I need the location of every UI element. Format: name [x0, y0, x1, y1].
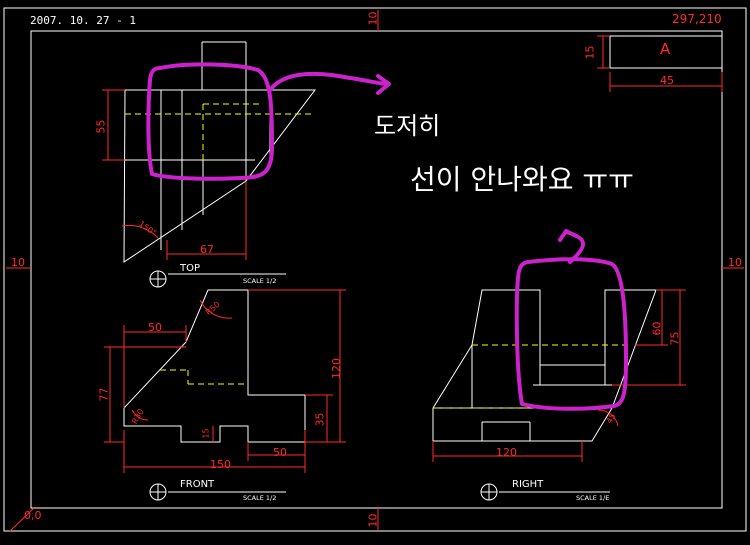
front-view-scale: SCALE 1/2 — [243, 494, 277, 502]
border-dim-top: 10 — [366, 11, 380, 26]
title-block-label: A — [660, 40, 671, 58]
right-view-dims — [432, 289, 686, 462]
front-dim-150: 150 — [210, 458, 231, 471]
top-view-label-symbol — [149, 270, 286, 288]
right-view-title: RIGHT — [512, 479, 544, 490]
arrow-up-head — [558, 229, 578, 242]
right-dim-75: 75 — [668, 331, 682, 346]
title-block-box — [609, 35, 723, 69]
top-view-scale: SCALE 1/2 — [243, 277, 277, 285]
top-view-dims — [102, 89, 247, 260]
right-view-hidden-lines — [433, 344, 630, 409]
front-dim-35: 35 — [313, 412, 327, 427]
annotation-line2: 선이 안나와요 ㅠㅠ — [410, 163, 634, 196]
right-view-lines — [432, 289, 657, 442]
front-dim-50: 50 — [148, 321, 162, 334]
border-dim-left: 10 — [11, 256, 25, 269]
header-paper-size: 297,210 — [672, 12, 722, 26]
top-view-title: TOP — [180, 263, 201, 274]
inner-frame-border — [30, 30, 723, 509]
right-dim-120: 120 — [496, 446, 517, 459]
right-view-scale: SCALE 1/E — [576, 494, 610, 502]
origin-label: 0,0 — [24, 509, 42, 522]
magenta-annotations — [146, 62, 628, 411]
front-view-title: FRONT — [180, 479, 215, 490]
front-view-hidden-lines — [160, 369, 248, 385]
front-dim-15: 15 — [201, 428, 211, 439]
title-block-width-dim: 45 — [660, 74, 674, 87]
front-view-dims — [104, 289, 346, 473]
highlight-right-view — [514, 257, 628, 411]
top-view-hidden-lines — [125, 103, 315, 160]
front-dim-50b: 50 — [273, 446, 287, 459]
border-dim-bottom: 10 — [366, 513, 380, 528]
border-dim-lines — [6, 10, 744, 532]
annotation-line1: 도저히 — [374, 112, 441, 140]
highlight-top-view — [146, 62, 274, 181]
right-view-label-symbol — [480, 483, 610, 501]
arrow-to-text-head — [376, 74, 391, 95]
border-dim-right: 10 — [728, 256, 742, 269]
front-dim-77: 77 — [97, 387, 111, 402]
arrow-to-text-line — [268, 71, 390, 92]
right-dim-60: 60 — [650, 321, 664, 336]
front-view-label-symbol — [149, 483, 286, 501]
title-block-height-dim: 15 — [583, 45, 597, 60]
outer-sheet-border — [3, 7, 747, 532]
top-dim-width: 67 — [200, 243, 214, 256]
top-dim-height: 55 — [94, 119, 108, 134]
header-date: 2007. 10. 27 - 1 — [30, 14, 136, 27]
front-dim-120: 120 — [330, 358, 343, 379]
